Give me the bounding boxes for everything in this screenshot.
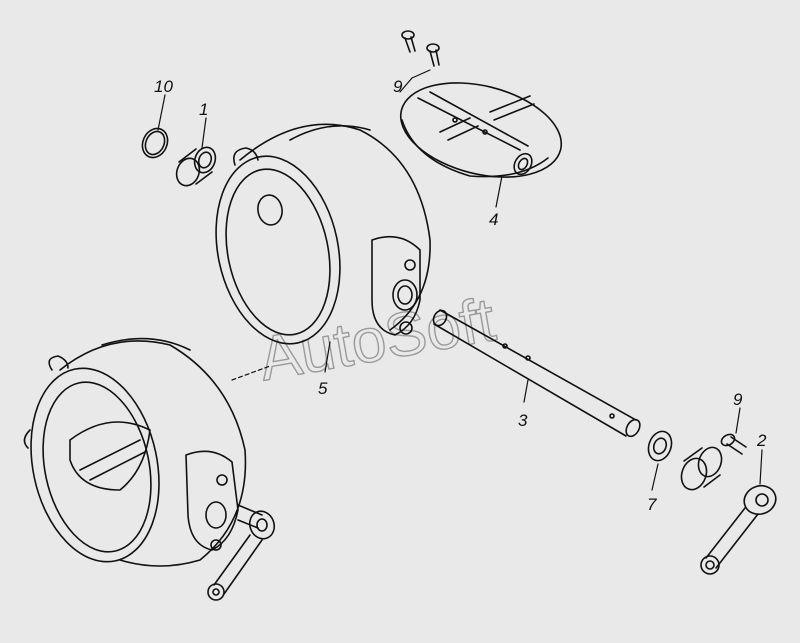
callout-7: 7 (647, 495, 657, 514)
callout-4: 4 (489, 210, 498, 229)
lever-part-2 (700, 484, 777, 575)
assembled-unit (23, 337, 276, 601)
watermark-text: AutoSoft (254, 285, 500, 394)
shaft-part-3 (432, 309, 641, 438)
bolts-part-9-top (401, 30, 440, 67)
seal-ring-part-10 (141, 127, 169, 159)
washer-part-7 (647, 430, 673, 462)
callout-labels: 10 1 9 4 5 3 9 2 7 (154, 77, 767, 514)
callout-5: 5 (318, 379, 328, 398)
leader-lines (157, 69, 763, 491)
callout-9-lower: 9 (733, 390, 743, 409)
shutter-disk-part-4 (399, 82, 563, 178)
housing-part-5 (215, 123, 431, 345)
bushing-near-part-2 (680, 446, 723, 491)
callout-10: 10 (154, 77, 173, 96)
bushing-part-1 (175, 146, 217, 187)
callout-3: 3 (518, 411, 528, 430)
callout-2: 2 (756, 431, 767, 450)
bolt-part-9-lower (720, 433, 747, 455)
callout-9-top: 9 (393, 77, 403, 96)
callout-1: 1 (199, 100, 208, 119)
